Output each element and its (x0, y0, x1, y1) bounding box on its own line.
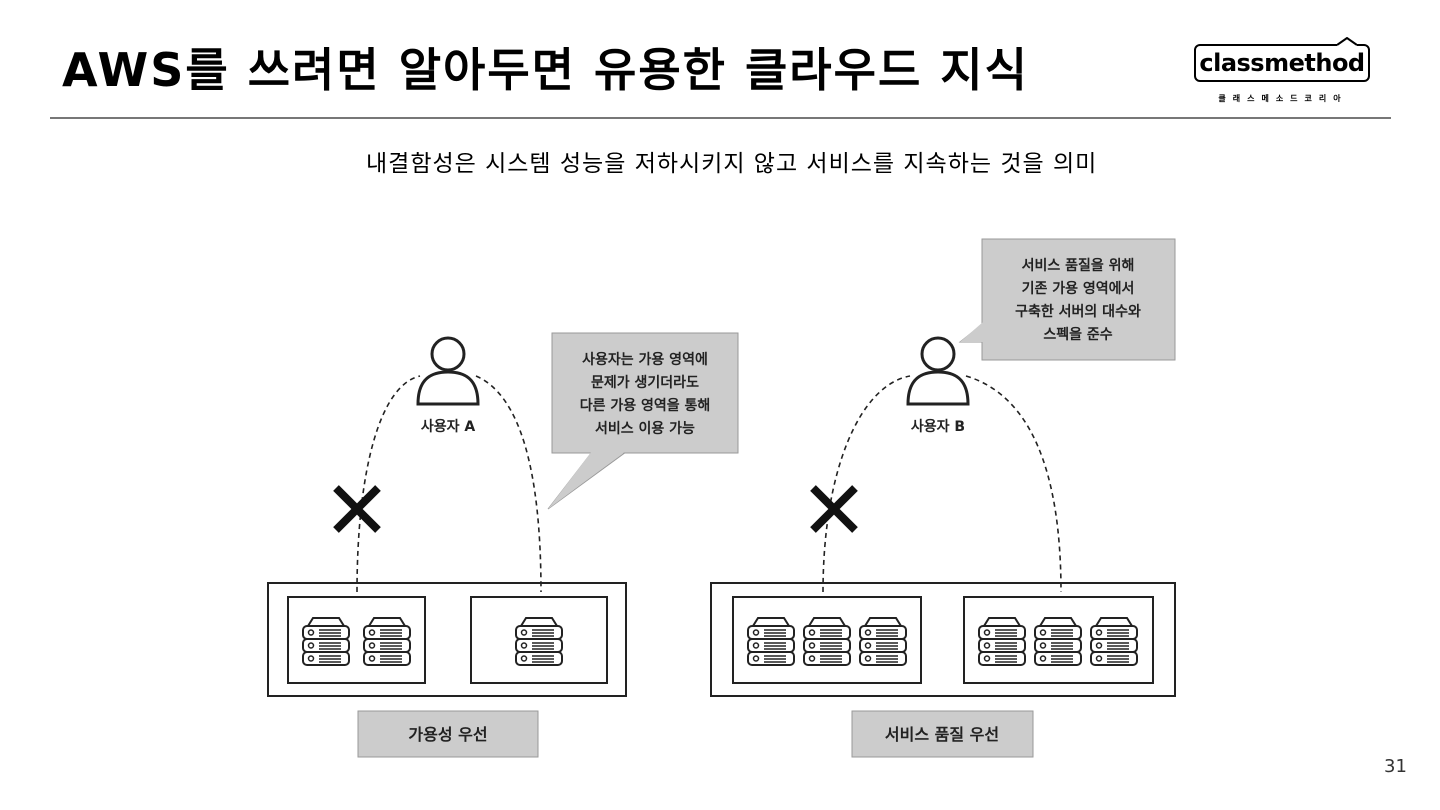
user-icon (416, 336, 480, 406)
region-box-left (267, 582, 627, 697)
x-mark-icon (333, 485, 381, 533)
left-path-to-zone1 (356, 375, 421, 593)
server-icon (515, 617, 563, 666)
callout-right-line-1: 서비스 품질을 위해 (1022, 258, 1135, 274)
server-icon (747, 617, 795, 666)
callout-right-line-4: 스펙을 준수 (1043, 326, 1112, 343)
right-path-to-zone2 (965, 375, 1062, 593)
right-path-to-zone1 (822, 375, 911, 593)
server-icon (302, 617, 350, 666)
slide-title: AWS를 쓰려면 알아두면 유용한 클라우드 지식 (62, 43, 1029, 97)
server-icon (803, 617, 851, 666)
callout-right-line-2: 기존 가용 영역에서 (1022, 280, 1135, 297)
user-a-label: 사용자 A (421, 419, 476, 435)
callout-left: 사용자는 가용 영역에 문제가 생기더라도 다른 가용 영역을 통해 서비스 이… (547, 332, 739, 510)
callout-left-line-4: 서비스 이용 가능 (595, 420, 695, 437)
left-scenario: 사용자 A 사용자는 가용 영역에 문제가 생기더라도 다른 가용 영역을 통해… (267, 332, 739, 758)
callout-left-line-3: 다른 가용 영역을 통해 (580, 397, 711, 414)
caption-left: 가용성 우선 (408, 725, 487, 744)
region-box-right (710, 582, 1176, 697)
caption-left-box (357, 710, 539, 758)
caption-right-box (851, 710, 1034, 758)
server-icon (978, 617, 1026, 666)
callout-right-line-3: 구축한 서버의 대수와 (1015, 303, 1141, 320)
server-icon (1090, 617, 1138, 666)
callout-left-line-1: 사용자는 가용 영역에 (582, 351, 708, 368)
logo-subtitle: 클래스메소드코리아 (1218, 94, 1348, 103)
title-divider (50, 117, 1391, 119)
callout-left-line-2: 문제가 생기더라도 (591, 375, 699, 391)
server-icon (363, 617, 411, 666)
logo-wordmark: classmethod (1194, 44, 1370, 82)
logo-notch-icon (1337, 37, 1357, 47)
user-icon (906, 336, 970, 406)
slide-description: 내결함성은 시스템 성능을 저하시키지 않고 서비스를 지속하는 것을 의미 (366, 151, 1098, 177)
server-icon (1034, 617, 1082, 666)
callout-right: 서비스 품질을 위해 기존 가용 영역에서 구축한 서버의 대수와 스펙을 준수 (958, 238, 1176, 361)
page-number: 31 (1384, 756, 1407, 777)
user-b-label: 사용자 B (911, 419, 965, 435)
left-path-to-zone2 (475, 375, 542, 593)
caption-right: 서비스 품질 우선 (885, 725, 999, 744)
classmethod-logo: classmethod 클래스메소드코리아 (1194, 37, 1374, 106)
server-icon (859, 617, 907, 666)
x-mark-icon (810, 485, 858, 533)
right-scenario: 사용자 B 서비스 품질을 위해 기존 가용 영역에서 구축한 서버의 대수와 … (710, 238, 1176, 758)
